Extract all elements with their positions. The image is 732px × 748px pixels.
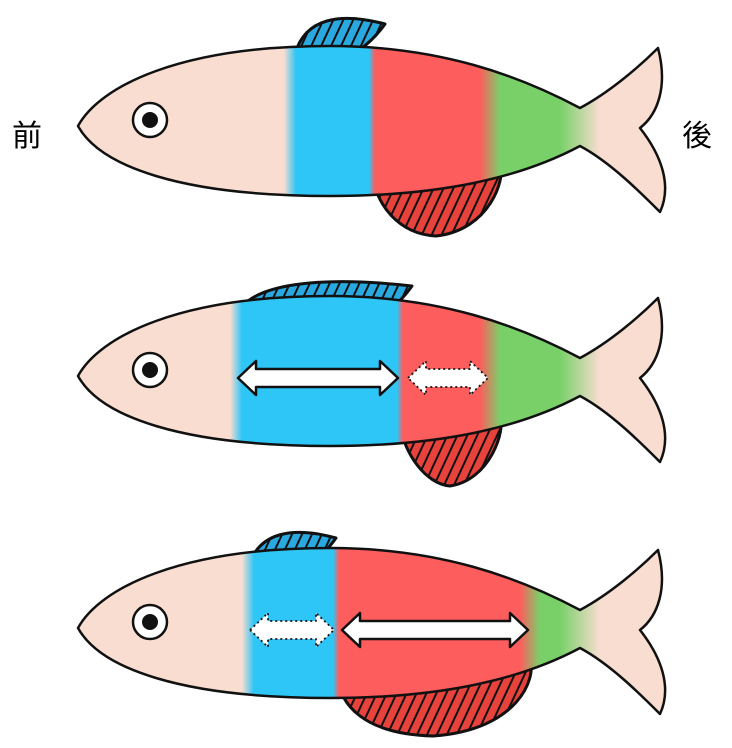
fish-red-expanded: [78, 532, 665, 736]
fish-blue-expanded: [78, 282, 665, 486]
fish-reference: [78, 18, 665, 236]
eye: [133, 103, 167, 137]
eye: [133, 605, 167, 639]
eye: [133, 353, 167, 387]
fish-body: [78, 46, 665, 212]
